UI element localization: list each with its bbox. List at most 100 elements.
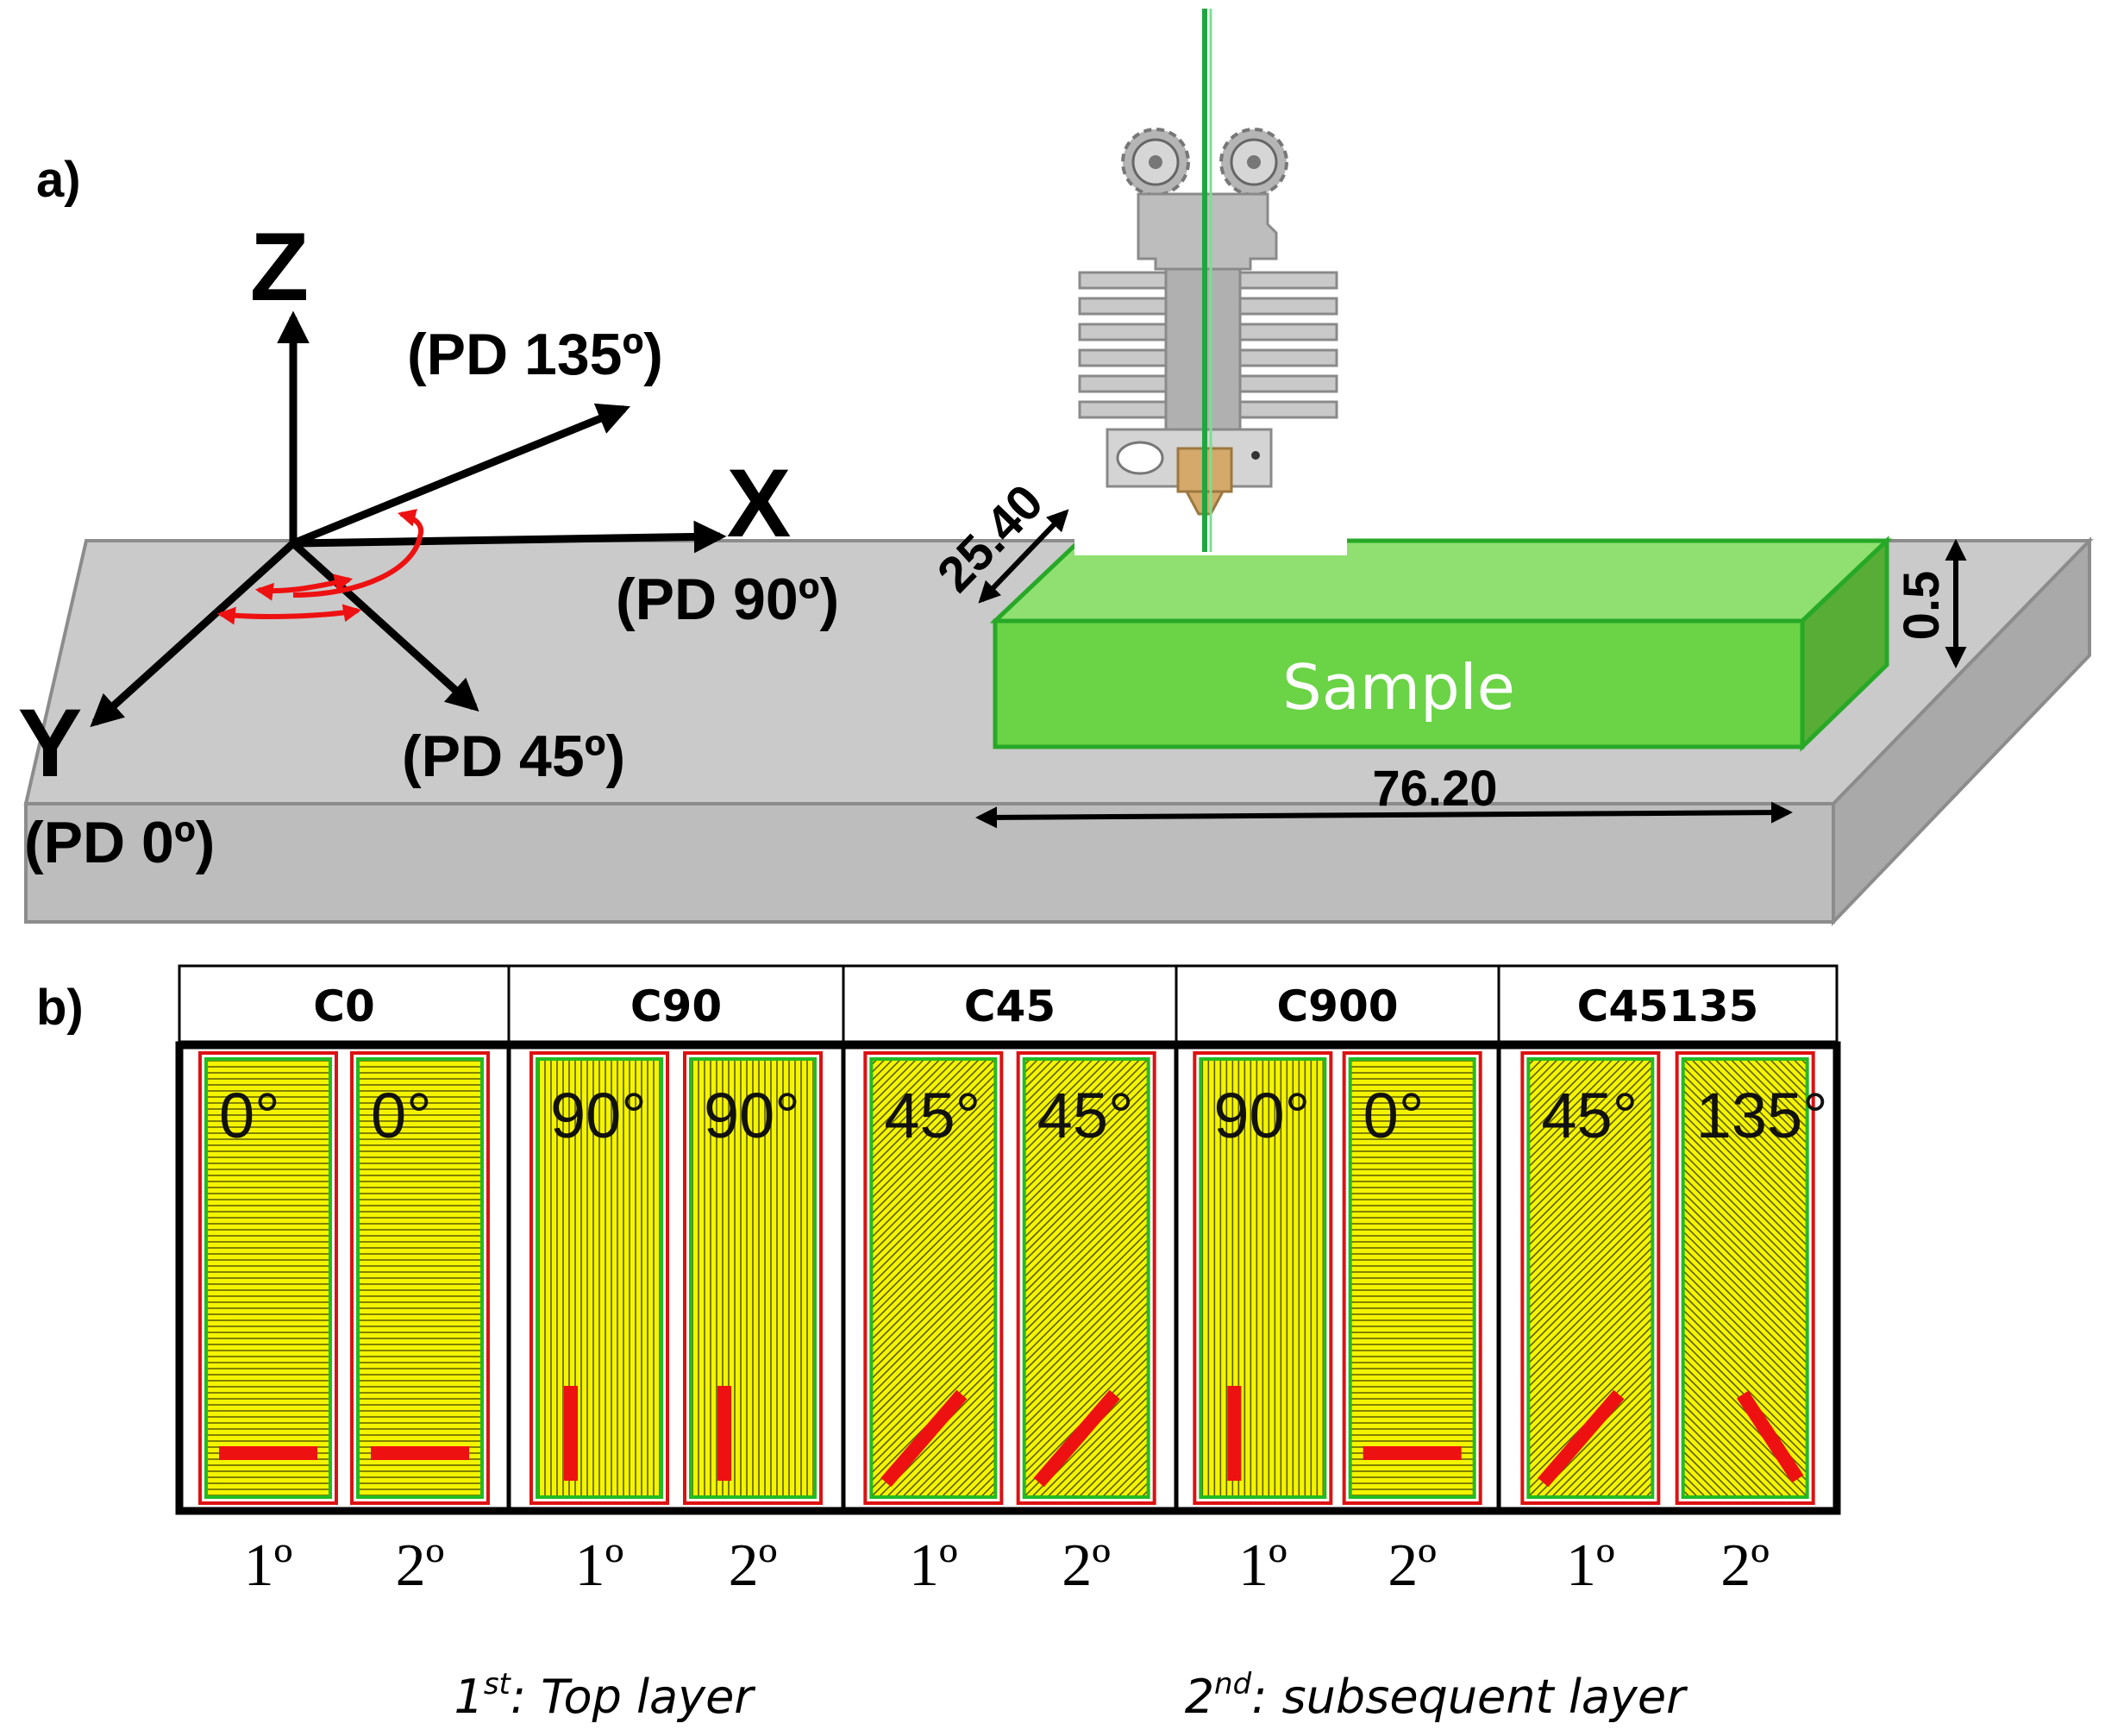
raster-line (1682, 1058, 1808, 1185)
caption-subsequent-layer: 2nd: subsequent layer (1185, 1667, 1688, 1724)
raster-line (1682, 1300, 1808, 1428)
raster-cell: 90° (683, 1051, 823, 1505)
raster-line (1682, 1600, 1808, 1726)
raster-line (1527, 1058, 1646, 1177)
raster-line (1023, 1058, 1118, 1153)
layer-angle-label: 135° (1696, 1080, 1828, 1151)
raster-line (1527, 1096, 1654, 1224)
raster-line (1682, 1394, 1786, 1498)
raster-line (1682, 1182, 1808, 1310)
raster-line (1682, 1104, 1808, 1231)
caption-first-layer: 1st: Top layer (454, 1667, 755, 1724)
raster-line (870, 1308, 997, 1436)
raster-line (1713, 1058, 1808, 1153)
raster-line (870, 1214, 997, 1342)
raster-line (1023, 1065, 1150, 1193)
raster-cell: 0° (1342, 1051, 1482, 1505)
cell-red-border (350, 1051, 490, 1505)
raster-line (1527, 1339, 1654, 1467)
direction-indicator (880, 1389, 968, 1488)
raster-line (1527, 1198, 1654, 1326)
raster-line (870, 1293, 997, 1420)
raster-line (1682, 1206, 1808, 1334)
raster-line (1759, 1058, 1808, 1106)
direction-indicator (1033, 1389, 1120, 1488)
raster-line (1024, 1591, 1150, 1717)
raster-line (1527, 1065, 1654, 1193)
x-axis-label: X (727, 449, 792, 557)
raster-line (1527, 1088, 1654, 1216)
sample-block: Sample (989, 536, 1893, 752)
raster-line (870, 1058, 974, 1161)
cell-red-border (529, 1051, 669, 1505)
raster-line (1682, 1615, 1808, 1736)
raster-line (1682, 1465, 1715, 1498)
raster-line (893, 1394, 997, 1498)
raster-line (1744, 1058, 1808, 1122)
raster-line (1023, 1058, 1072, 1106)
raster-line (1682, 1583, 1808, 1709)
config-name-c0: C0 (313, 981, 374, 1031)
raster-line (1596, 1441, 1654, 1498)
raster-line (1720, 1058, 1808, 1145)
raster-line (1682, 1175, 1808, 1302)
raster-line (1682, 1402, 1778, 1498)
raster-line (1604, 1450, 1654, 1498)
raster-line (1023, 1081, 1150, 1208)
layer-angle-label: 45° (884, 1080, 980, 1151)
raster-line (1527, 1206, 1654, 1334)
y-axis-arrow (90, 540, 297, 728)
raster-line (1527, 1058, 1568, 1099)
raster-line (1628, 1473, 1654, 1498)
raster-line (1023, 1347, 1150, 1475)
layer-angle-label: 90° (550, 1080, 647, 1151)
raster-line (870, 1608, 996, 1733)
raster-line (870, 1058, 943, 1130)
raster-line (1023, 1058, 1150, 1185)
raster-line (1527, 1159, 1654, 1287)
raster-line (1527, 1058, 1615, 1145)
raster-line (1527, 1167, 1654, 1294)
raster-line (870, 1238, 997, 1365)
raster-line (1023, 1058, 1103, 1137)
raster-line (1076, 1426, 1150, 1498)
raster-line (1024, 1600, 1150, 1726)
raster-line (870, 1151, 997, 1279)
raster-line (963, 1465, 997, 1498)
raster-line (1682, 1608, 1808, 1733)
raster-line (1581, 1426, 1654, 1498)
raster-line (870, 1253, 997, 1381)
raster-line (1682, 1276, 1808, 1404)
raster-line (1527, 1253, 1654, 1381)
cell-red-border (1675, 1051, 1815, 1505)
raster-line (1612, 1457, 1654, 1498)
raster-line (1527, 1347, 1654, 1475)
raster-line (870, 1058, 997, 1185)
z-axis-label: Z (250, 213, 309, 321)
raster-line (870, 1347, 997, 1475)
cell-green-border (536, 1057, 663, 1499)
pd135-arrow (291, 403, 631, 548)
raster-line (1682, 1591, 1808, 1717)
raster-line (900, 1402, 997, 1498)
config-header-box (1497, 964, 1839, 1043)
raster-line (1697, 1058, 1808, 1169)
raster-line (870, 1065, 997, 1193)
raster-line (1682, 1284, 1808, 1413)
raster-line (1023, 1316, 1150, 1444)
raster-line (1023, 1175, 1150, 1302)
layer-order-label: 1º (244, 1532, 293, 1599)
raster-line (870, 1058, 950, 1137)
cell-red-border (1016, 1051, 1156, 1505)
raster-line (1023, 1198, 1150, 1326)
raster-cell: 45° (1016, 1051, 1156, 1726)
raster-line (870, 1339, 997, 1467)
config-header-box (1175, 964, 1500, 1043)
raster-line (955, 1457, 997, 1498)
raster-line (1023, 1096, 1150, 1224)
raster-cell: 0° (350, 1051, 490, 1505)
config-header-box (178, 964, 511, 1043)
raster-line (1023, 1324, 1150, 1451)
raster-line (1023, 1058, 1056, 1090)
